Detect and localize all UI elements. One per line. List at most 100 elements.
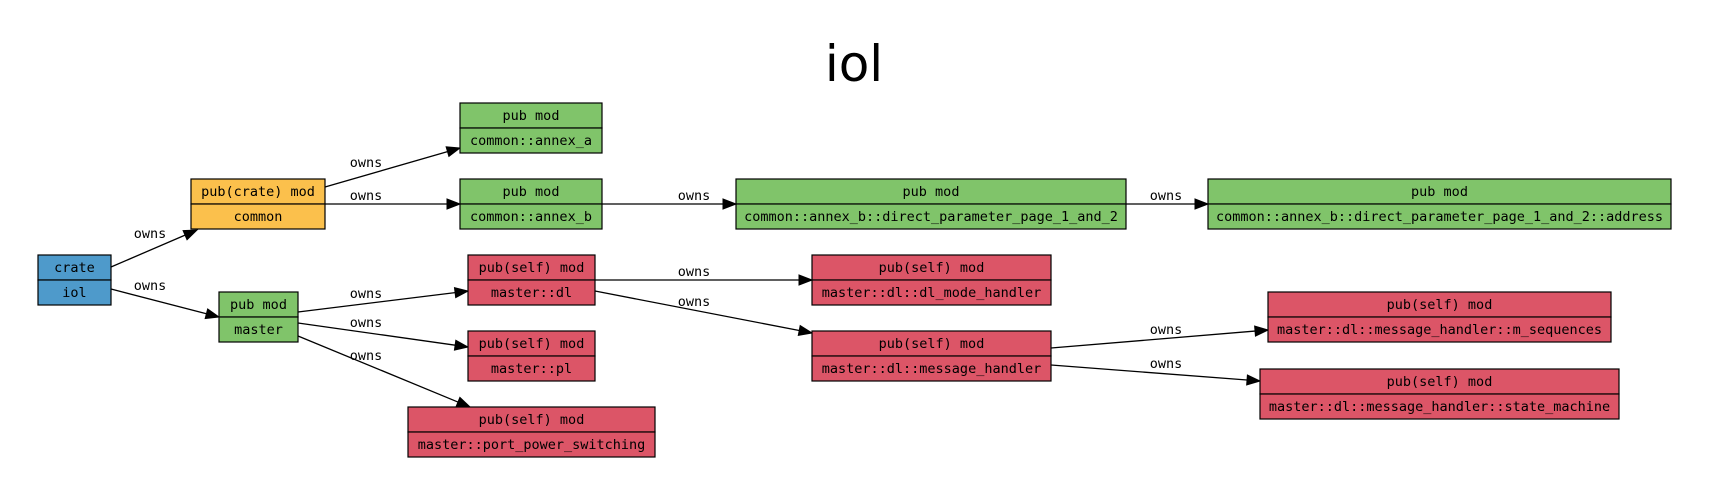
module-path: common::annex_b — [470, 209, 592, 225]
module-kind-cell — [37, 254, 112, 281]
module-path: master::pl — [491, 361, 572, 377]
module-path-cell — [459, 127, 603, 154]
module-path-cell — [407, 431, 656, 458]
module-kind-cell — [459, 102, 603, 129]
module-path-cell — [218, 316, 299, 343]
arrow-head-icon — [722, 198, 738, 210]
nodes-layer: crate iol pub(crate) mod common pub mod maste… — [37, 102, 1672, 458]
module-path-cell — [811, 355, 1052, 382]
edge-label: owns — [350, 188, 383, 204]
edge-label: owns — [678, 294, 711, 310]
arrow-head-icon — [446, 198, 462, 210]
edge-label: owns — [1150, 322, 1183, 338]
module-kind-cell — [1259, 368, 1620, 395]
module-kind-cell — [735, 178, 1127, 205]
arrow-head-icon — [798, 274, 814, 286]
module-kind: pub(self) mod — [879, 260, 985, 276]
module-path: common::annex_b::direct_parameter_page_1… — [744, 209, 1118, 225]
module-kind: pub(self) mod — [479, 260, 585, 276]
module-kind: pub(crate) mod — [201, 184, 315, 200]
module-kind: crate — [54, 260, 95, 276]
module-node-common: pub(crate) mod common — [190, 178, 326, 230]
module-path: master::dl::dl_mode_handler — [822, 285, 1041, 301]
module-path: common::annex_b::direct_parameter_page_1… — [1216, 209, 1663, 225]
edge-annex_b-dpp: owns — [602, 188, 738, 210]
module-path-cell — [37, 279, 112, 306]
edge-dl-msgh: owns — [594, 290, 814, 337]
module-kind-cell — [1207, 178, 1672, 205]
module-kind-cell — [190, 178, 326, 205]
module-path-cell — [459, 203, 603, 230]
edge-line — [297, 291, 456, 313]
edge-label: owns — [134, 226, 167, 242]
edge-label: owns — [1150, 356, 1183, 372]
edge-msgh-sm: owns — [1050, 356, 1262, 386]
module-kind: pub mod — [1411, 184, 1468, 200]
module-kind: pub(self) mod — [1387, 374, 1493, 390]
edge-master-dl: owns — [297, 286, 470, 313]
edge-master-pl: owns — [297, 315, 470, 351]
edge-label: owns — [134, 278, 167, 294]
arrow-head-icon — [453, 286, 470, 299]
module-path: common — [234, 209, 283, 225]
edge-line — [1050, 364, 1248, 381]
edge-msgh-mseq: owns — [1050, 322, 1270, 349]
edge-line — [110, 288, 207, 315]
module-kind: pub mod — [230, 297, 287, 313]
edge-line — [110, 234, 186, 268]
module-kind-cell — [459, 178, 603, 205]
edge-label: owns — [678, 188, 711, 204]
module-node-sm: pub(self) modmaster::dl::message_handler… — [1259, 368, 1620, 420]
module-node-mseq: pub(self) modmaster::dl::message_handler… — [1267, 291, 1612, 343]
edge-line — [1050, 330, 1256, 349]
module-kind: pub(self) mod — [1387, 297, 1493, 313]
module-path: master::dl::message_handler::state_machi… — [1269, 399, 1610, 415]
arrow-head-icon — [204, 308, 221, 320]
edge-line — [324, 150, 448, 188]
arrow-head-icon — [797, 324, 814, 337]
module-path-cell — [1267, 316, 1612, 343]
edge-dpp-dpp_addr: owns — [1126, 188, 1210, 210]
module-kind: pub(self) mod — [879, 336, 985, 352]
edge-line — [297, 335, 459, 403]
module-path-cell — [811, 279, 1052, 306]
module-node-pps: pub(self) modmaster::port_power_switchin… — [407, 406, 656, 458]
arrow-head-icon — [445, 146, 462, 158]
module-path: master::dl::message_handler::m_sequences — [1277, 322, 1602, 338]
module-kind: pub mod — [503, 184, 560, 200]
module-kind: pub(self) mod — [479, 412, 585, 428]
graph-title: iol — [825, 35, 883, 93]
module-kind-cell — [407, 406, 656, 433]
module-kind: pub mod — [903, 184, 960, 200]
module-kind: pub mod — [503, 108, 560, 124]
module-node-dpp: pub modcommon::annex_b::direct_parameter… — [735, 178, 1127, 230]
edge-label: owns — [350, 315, 383, 331]
module-path: master::dl::message_handler — [822, 361, 1041, 377]
module-path: master — [234, 322, 283, 338]
edge-label: owns — [1150, 188, 1183, 204]
edge-line — [297, 322, 456, 346]
arrow-head-icon — [182, 229, 199, 241]
edge-common-annex_a: owns — [324, 146, 462, 188]
edge-master-pps: owns — [297, 335, 472, 408]
edge-label: owns — [350, 348, 383, 364]
module-path-cell — [467, 355, 596, 382]
module-kind: pub(self) mod — [479, 336, 585, 352]
module-node-master: pub mod master — [218, 291, 299, 343]
arrow-head-icon — [1194, 198, 1210, 210]
module-kind-cell — [467, 254, 596, 281]
module-path-cell — [190, 203, 326, 230]
edge-line — [594, 290, 800, 332]
module-path: iol — [62, 285, 86, 301]
edge-dl-dlmode: owns — [595, 264, 814, 286]
module-node-iol: crate iol — [37, 254, 112, 306]
module-path-cell — [1207, 203, 1672, 230]
arrow-head-icon — [453, 339, 470, 351]
